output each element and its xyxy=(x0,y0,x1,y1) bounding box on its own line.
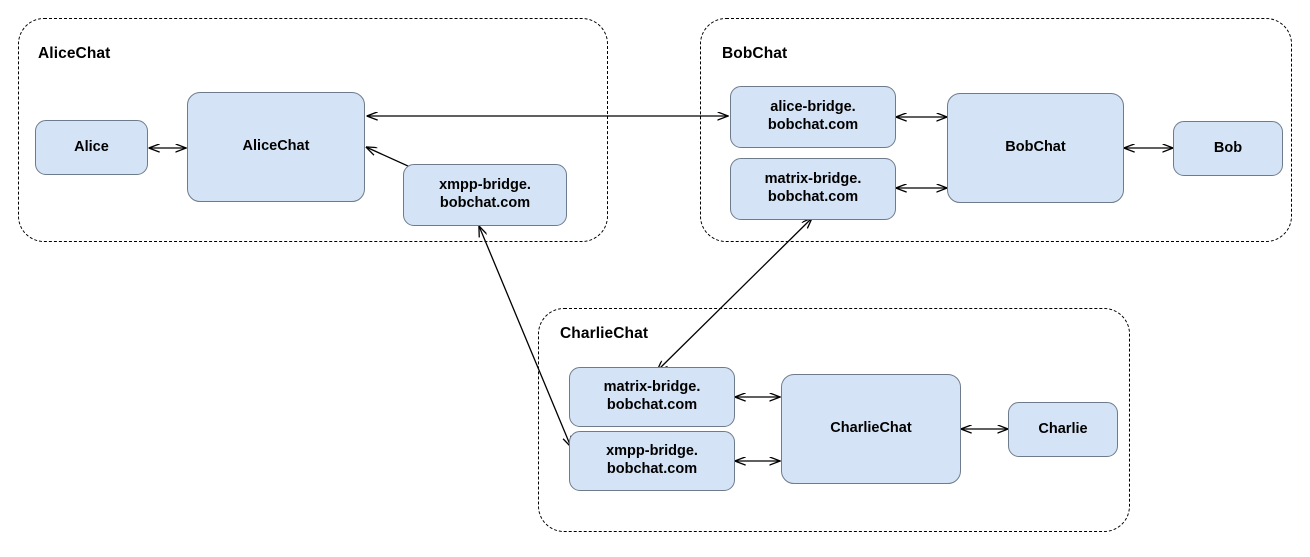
group-charliechat-label: CharlieChat xyxy=(560,325,649,342)
node-alicechat-server[interactable]: AliceChat xyxy=(187,92,365,202)
node-alice[interactable]: Alice xyxy=(35,120,148,175)
node-charlie-xmpp-bridge[interactable]: xmpp-bridge. bobchat.com xyxy=(569,431,735,491)
node-bob[interactable]: Bob xyxy=(1173,121,1283,176)
group-bobchat xyxy=(700,18,1292,242)
group-alicechat xyxy=(18,18,608,242)
node-bob-matrix-bridge[interactable]: matrix-bridge. bobchat.com xyxy=(730,158,896,220)
group-alicechat-label: AliceChat xyxy=(38,45,111,62)
node-charlie-matrix-bridge[interactable]: matrix-bridge. bobchat.com xyxy=(569,367,735,427)
node-charliechat-server[interactable]: CharlieChat xyxy=(781,374,961,484)
group-bobchat-label: BobChat xyxy=(722,45,788,62)
node-charlie[interactable]: Charlie xyxy=(1008,402,1118,457)
node-alice-xmpp-bridge[interactable]: xmpp-bridge. bobchat.com xyxy=(403,164,567,226)
node-bob-alice-bridge[interactable]: alice-bridge. bobchat.com xyxy=(730,86,896,148)
node-bobchat-server[interactable]: BobChat xyxy=(947,93,1124,203)
